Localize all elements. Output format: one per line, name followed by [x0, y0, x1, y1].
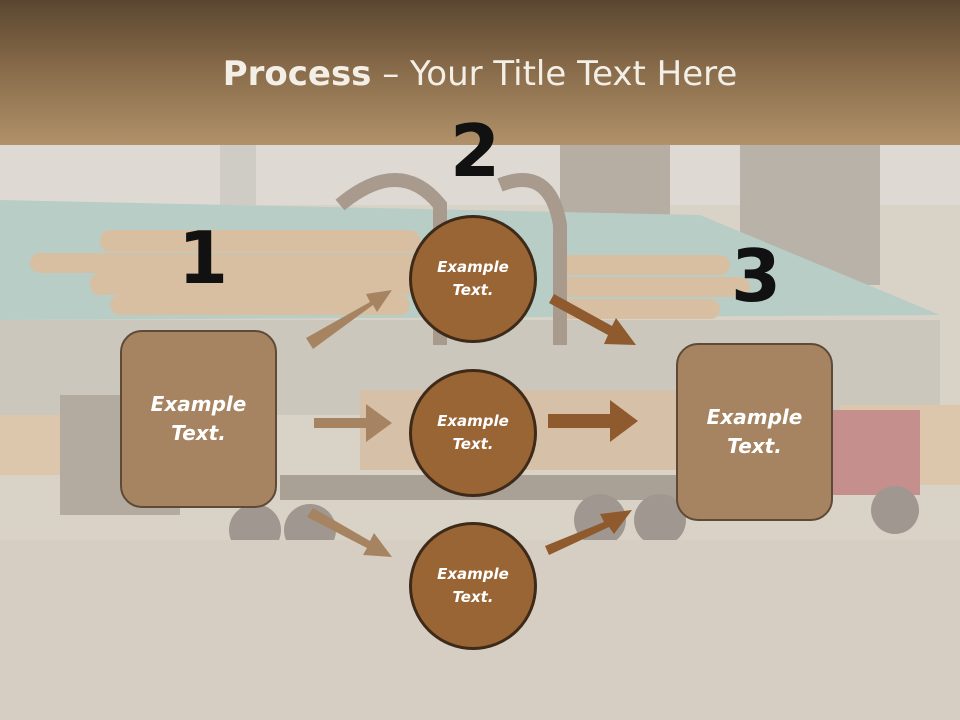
circle-top-line2: Text. — [452, 281, 494, 299]
step-1-box: Example Text. — [120, 330, 277, 508]
step-1-label-line1: Example — [150, 392, 247, 416]
arrow-from-middle-circle — [548, 400, 638, 442]
step-3-box: Example Text. — [676, 343, 833, 521]
title-bar — [0, 0, 960, 145]
step-1-label-line2: Text. — [171, 421, 226, 445]
arrow-from-bottom-circle — [545, 510, 632, 555]
title-rest: – Your Title Text Here — [371, 54, 738, 94]
circle-bottom-line2: Text. — [452, 588, 494, 606]
arrow-to-bottom-circle — [307, 508, 392, 557]
circle-middle: Example Text. — [409, 369, 537, 497]
step-3-label-line2: Text. — [727, 434, 782, 458]
circle-top-line1: Example — [437, 258, 509, 276]
title-bold: Process — [222, 54, 372, 94]
arrow-from-top-circle — [549, 294, 636, 345]
circle-bottom: Example Text. — [409, 522, 537, 650]
slide-title: Process – Your Title Text Here — [0, 54, 960, 94]
step-number-1: 1 — [178, 216, 229, 300]
circle-top: Example Text. — [409, 215, 537, 343]
step-number-3: 3 — [731, 234, 782, 318]
circle-middle-line1: Example — [437, 412, 509, 430]
arrow-to-top-circle — [306, 290, 392, 349]
step-number-2: 2 — [450, 109, 501, 193]
step-3-label-line1: Example — [706, 405, 803, 429]
arrow-to-middle-circle — [314, 404, 392, 442]
circle-middle-line2: Text. — [452, 435, 494, 453]
circle-bottom-line1: Example — [437, 565, 509, 583]
